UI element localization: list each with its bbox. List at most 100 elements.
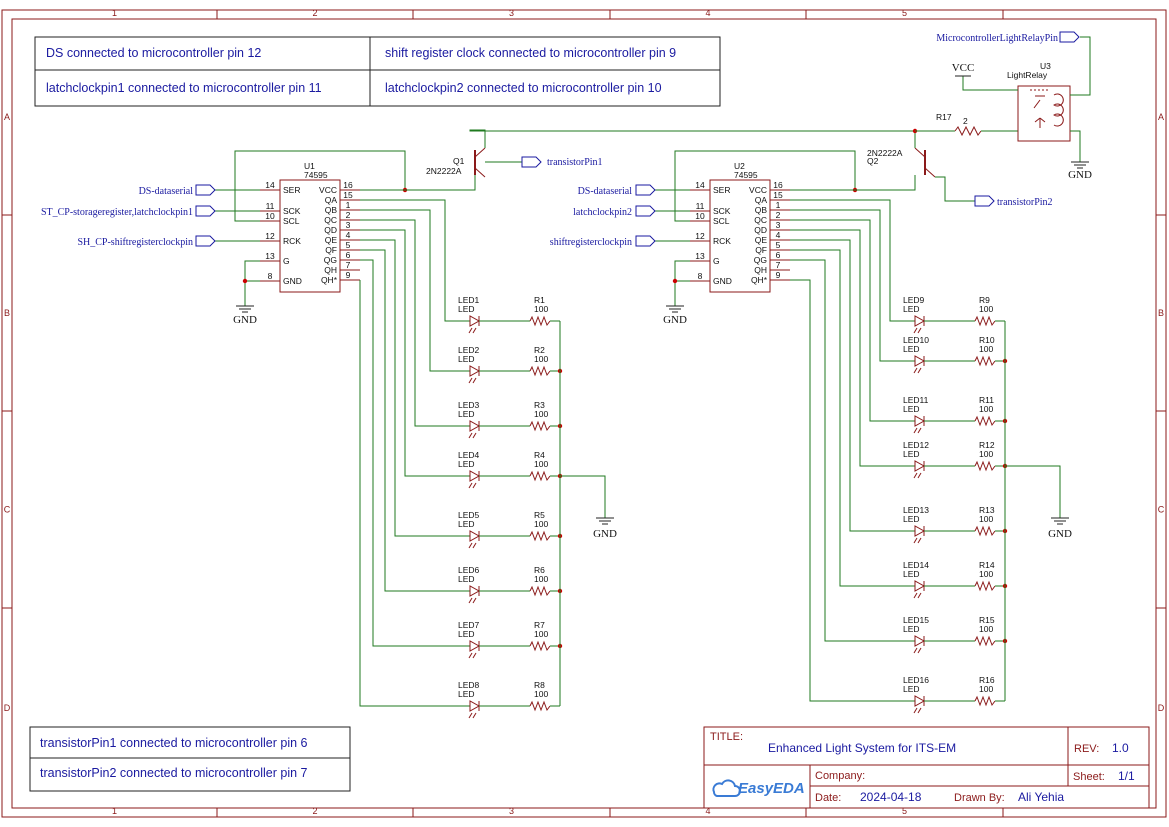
pin-number: 12 — [265, 231, 275, 241]
pin-number: 1 — [346, 200, 351, 210]
zone-column-label: 4 — [705, 8, 710, 18]
resistor-value: 100 — [979, 569, 993, 579]
pin-name: SCL — [713, 216, 730, 226]
led-type: LED — [458, 409, 475, 419]
led-type: LED — [458, 459, 475, 469]
pin-number: 12 — [695, 231, 705, 241]
pin-number: 4 — [776, 230, 781, 240]
transistor-q2[interactable]: Q2 2N2222A transistorPin2 — [867, 147, 1053, 208]
pin-number: 7 — [776, 260, 781, 270]
resistor-value: 100 — [534, 459, 548, 469]
drawn-value: Ali Yehia — [1018, 790, 1064, 804]
resistor-value: 100 — [534, 354, 548, 364]
note-latch1: latchclockpin1 connected to microcontrol… — [46, 81, 322, 95]
led-ref: LED5 — [458, 510, 480, 520]
q2-ref: Q2 — [867, 156, 879, 166]
led-ref: LED13 — [903, 505, 929, 515]
rev-value: 1.0 — [1112, 741, 1129, 755]
zone-column-label: 3 — [509, 8, 514, 18]
pin-name: SER — [283, 185, 300, 195]
zone-row-label: D — [1158, 703, 1165, 713]
ground-symbol-relay: GND — [1068, 161, 1092, 181]
note-latch2: latchclockpin2 connected to microcontrol… — [385, 81, 662, 95]
relay-u3[interactable]: U3 LightRelay — [1007, 61, 1071, 142]
led-type: LED — [458, 689, 475, 699]
pin-number: 8 — [698, 271, 703, 281]
resistor-ref: R1 — [534, 295, 545, 305]
u1-ref: U1 — [304, 161, 315, 171]
pin-name: SCK — [283, 206, 301, 216]
led-type: LED — [903, 344, 920, 354]
led-type: LED — [458, 629, 475, 639]
drawn-label: Drawn By: — [954, 792, 1005, 804]
pin-name: G — [283, 256, 290, 266]
pin-name: QF — [755, 245, 767, 255]
led-ref: LED1 — [458, 295, 480, 305]
led-bank-right-ground: GND — [1005, 465, 1072, 540]
pin-number: 11 — [696, 201, 705, 211]
resistor-ref: R14 — [979, 560, 995, 570]
title-value: Enhanced Light System for ITS-EM — [768, 741, 956, 755]
resistor-value: 100 — [979, 514, 993, 524]
led-ref: LED4 — [458, 450, 480, 460]
pin-number: 6 — [776, 250, 781, 260]
net-relay-pin: MicrocontrollerLightRelayPin — [936, 33, 1058, 44]
resistor-value: 100 — [534, 409, 548, 419]
resistor-value: 100 — [979, 449, 993, 459]
relay-part: LightRelay — [1007, 70, 1048, 80]
resistor-ref: R4 — [534, 450, 545, 460]
zone-row-label: A — [1158, 112, 1164, 122]
led-ref: LED12 — [903, 440, 929, 450]
pin-number: 4 — [346, 230, 351, 240]
note-ds: DS connected to microcontroller pin 12 — [46, 46, 261, 60]
resistor-r17[interactable]: R17 2 — [915, 112, 1018, 137]
resistor-value: 100 — [979, 624, 993, 634]
rev-label: REV: — [1074, 743, 1099, 755]
company-label: Company: — [815, 770, 865, 782]
pin-name: QG — [324, 255, 337, 265]
net-u2-rck: shiftregisterclockpin — [550, 237, 632, 248]
q1-collector-wire — [469, 129, 915, 148]
net-u2-ser: DS-dataserial — [578, 186, 633, 197]
ground-symbol-u2: GND — [663, 305, 687, 326]
relay-wiring: VCC MicrocontrollerLightRelayPin — [936, 31, 1091, 162]
pin-name: QC — [754, 215, 767, 225]
transistor-q1[interactable]: Q1 2N2222A transistorPin1 — [426, 147, 603, 178]
u1-part: 74595 — [304, 170, 328, 180]
pin-name: VCC — [749, 185, 767, 195]
